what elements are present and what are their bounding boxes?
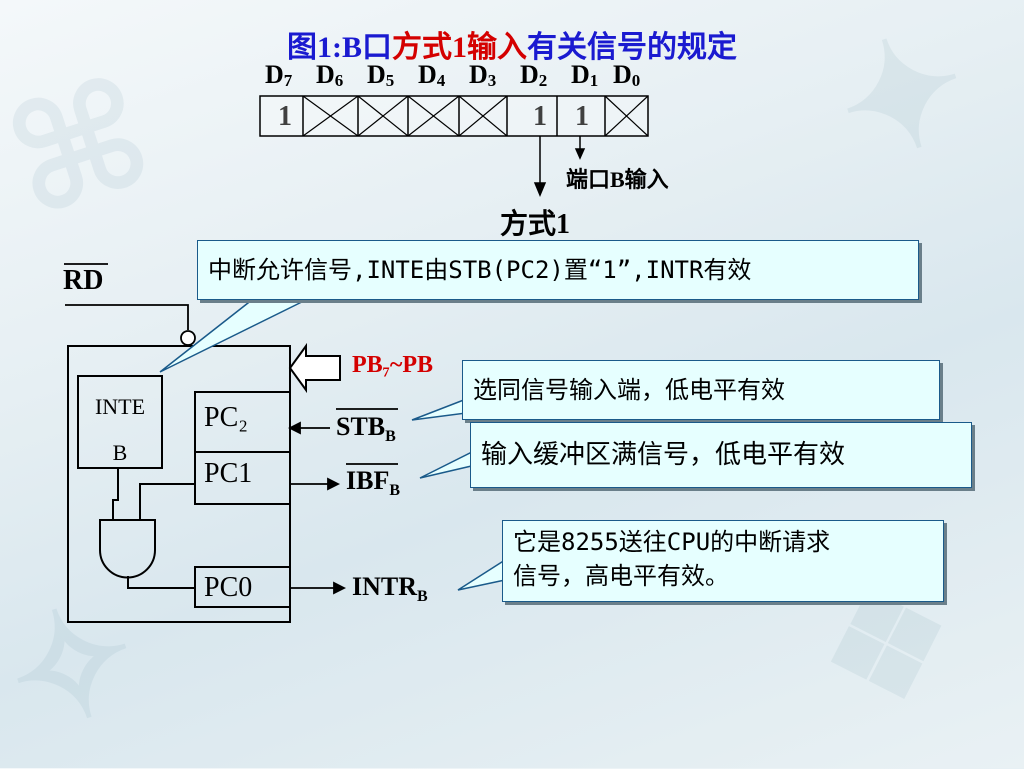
intr-label: INTRB (352, 572, 428, 606)
ibf-label: IBFB (346, 466, 401, 500)
bit-label-d4: D4 (418, 60, 446, 90)
dont-care-crosses (302, 95, 649, 137)
chip-block (67, 345, 291, 623)
bit-label-d7: D7 (265, 60, 293, 90)
rd-signal (64, 263, 196, 346)
callout-pointers (159, 291, 506, 591)
bit-label-d0: D0 (613, 60, 641, 90)
pc0-label: PC0 (204, 572, 253, 603)
callout-ibf: 输入缓冲区满信号，低电平有效 (470, 422, 972, 488)
title-part3: 有关信号的规定 (527, 31, 737, 64)
signal-arrows (287, 421, 347, 595)
bit-label-d6: D6 (316, 60, 344, 90)
title-part1: 图1:B口 (287, 31, 392, 64)
pc1-label: PC1 (204, 458, 253, 489)
port-b-input-label: 端口B输入 (566, 167, 669, 192)
bit-value-d1: 1 (557, 101, 607, 133)
mode-label: 方式1 (500, 209, 571, 240)
title-part2: 方式1输入 (392, 31, 527, 64)
slide-title: 图1:B口方式1输入有关信号的规定 (0, 22, 1024, 66)
bit-label-d1: D1 (571, 60, 599, 90)
inte-label: INTE B (94, 394, 146, 465)
callout-inte: 中断允许信号,INTE由STB(PC2)置“1”,INTR有效 (197, 240, 919, 300)
callout-stb: 选同信号输入端，低电平有效 (462, 360, 940, 420)
bit-value-d2: 1 (515, 101, 565, 133)
bit-label-d2: D2 (520, 60, 548, 90)
callout-intr: 它是8255送往CPU的中断请求 信号，高电平有效。 (502, 520, 944, 602)
overbars (336, 408, 398, 465)
pb-label: PB₇~PB (352, 352, 434, 378)
pb-input-arrow (288, 342, 341, 394)
control-word-register (259, 95, 649, 137)
rd-label: RD (63, 265, 104, 296)
pc2-label: PC₂ (204, 402, 249, 433)
bit-value-d7: 1 (260, 101, 310, 133)
bit-label-d3: D3 (469, 60, 497, 90)
stb-label: STBB (336, 412, 396, 446)
register-arrows (533, 136, 586, 197)
bit-label-d5: D5 (367, 60, 395, 90)
